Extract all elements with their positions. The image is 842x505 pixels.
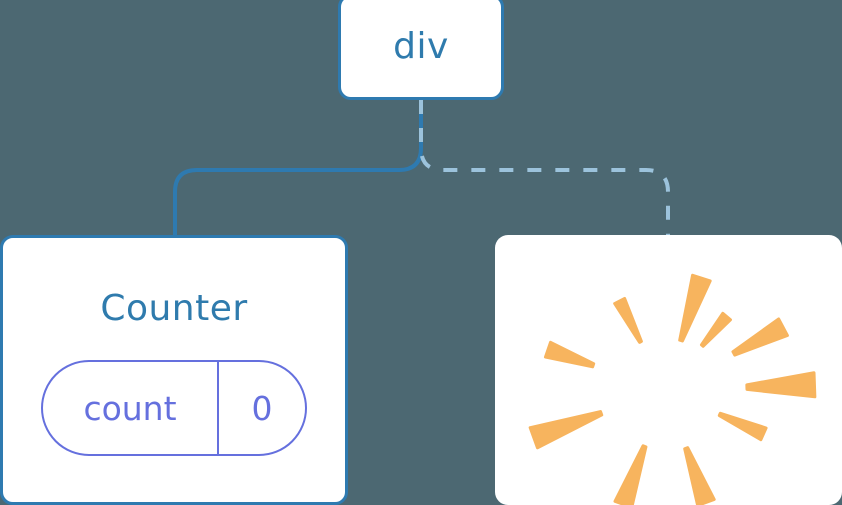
state-pill-value: 0 bbox=[251, 388, 273, 428]
node-div[interactable]: div bbox=[338, 0, 504, 100]
node-sparkle[interactable] bbox=[495, 235, 842, 505]
sparkle-ray-0 bbox=[678, 273, 712, 343]
sparkle-ray-9 bbox=[613, 297, 643, 344]
node-counter-label: Counter bbox=[100, 288, 248, 329]
state-pill-divider bbox=[217, 362, 219, 454]
state-pill-count[interactable]: count 0 bbox=[41, 360, 307, 456]
node-counter[interactable]: Counter count 0 bbox=[0, 235, 348, 505]
sparkle-ray-7 bbox=[528, 410, 604, 450]
sparkle-ray-2 bbox=[731, 317, 789, 357]
edge-div-to-sparkle bbox=[419, 100, 670, 237]
sparkle-ray-4 bbox=[717, 411, 768, 442]
sparkle-burst-icon bbox=[528, 273, 817, 505]
sparkle-ray-6 bbox=[613, 444, 648, 505]
sparkle-ray-3 bbox=[745, 371, 817, 399]
sparkle-ray-5 bbox=[683, 446, 716, 505]
sparkle-ray-8 bbox=[543, 340, 596, 369]
node-div-label: div bbox=[393, 26, 449, 67]
edge-div-to-counter bbox=[173, 100, 423, 237]
state-pill-key: count bbox=[83, 388, 177, 428]
sparkle-ray-1 bbox=[699, 311, 732, 348]
